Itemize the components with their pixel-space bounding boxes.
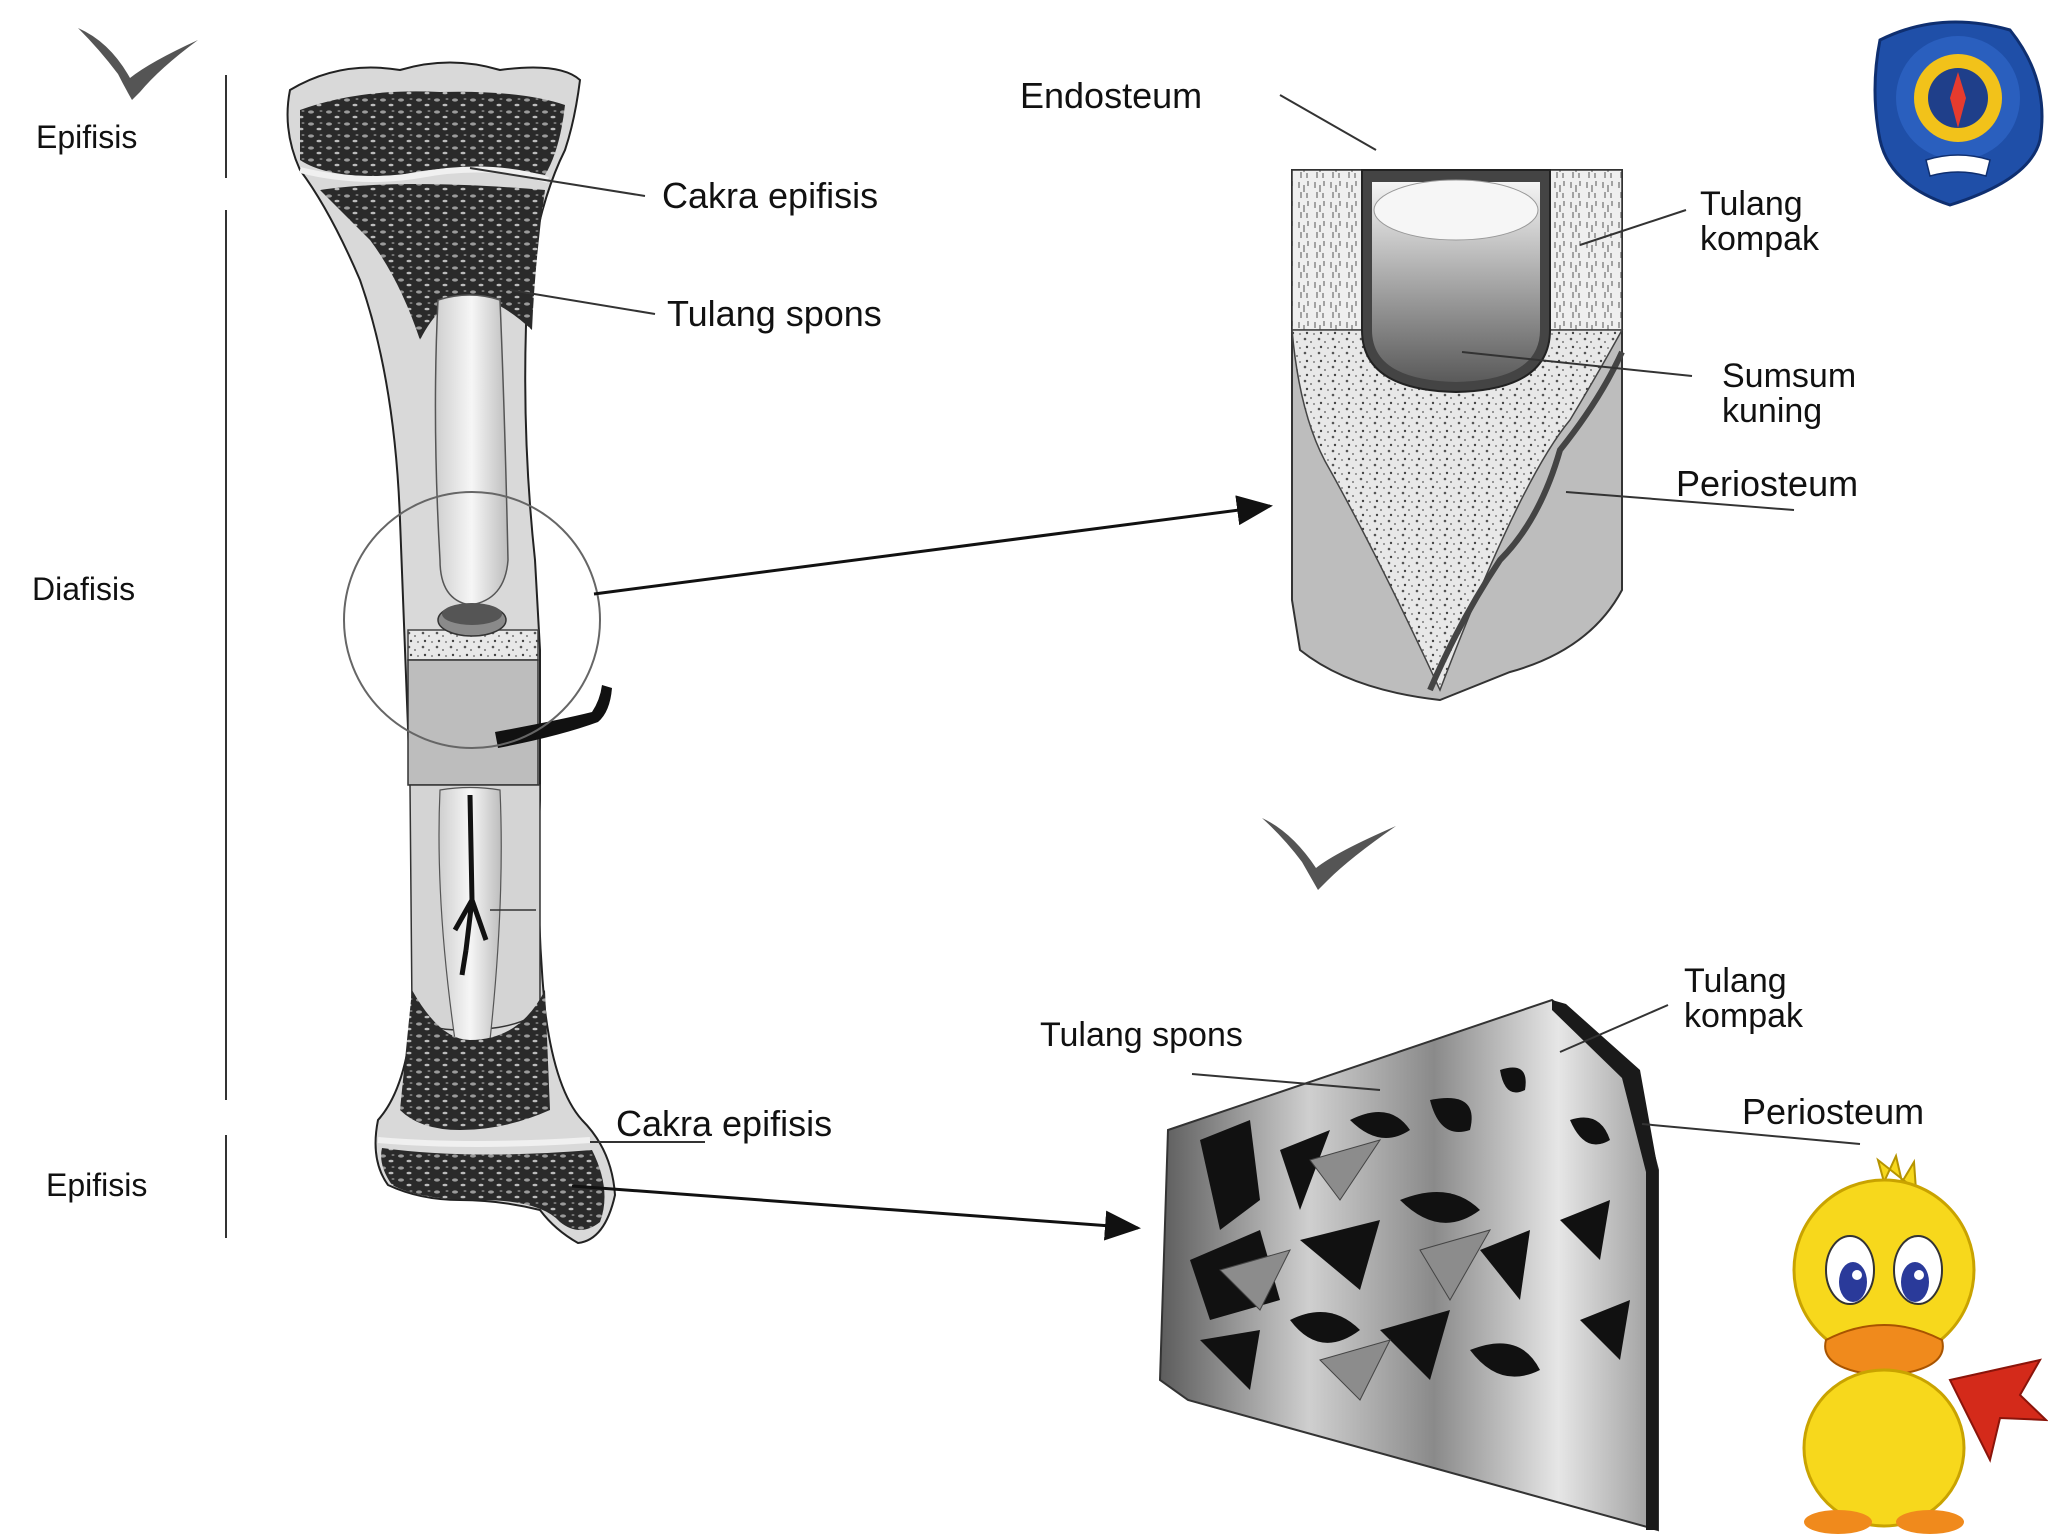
leader-lines-bottom-right: [1191, 1004, 1861, 1145]
label-tulang-spons-top: Tulang spons: [667, 293, 882, 334]
label-epifisis-top: Epifisis: [36, 119, 137, 155]
label-tulang-spons-bottom: Tulang spons: [1040, 1016, 1243, 1054]
spongy-bone-block: [1158, 998, 1659, 1532]
label-sumsum-kuning-2: kuning: [1722, 392, 1822, 430]
label-diafisis: Diafisis: [32, 571, 135, 607]
label-cakra-epifisis-bottom: Cakra epifisis: [616, 1103, 832, 1144]
leader-lines-top-right: [1279, 94, 1795, 511]
label-periosteum-top: Periosteum: [1676, 463, 1858, 504]
label-cakra-epifisis-top: Cakra epifisis: [662, 175, 878, 216]
bird-icon: [1262, 818, 1396, 890]
label-tulang-kompak-top-1: Tulang: [1700, 185, 1803, 223]
label-tulang-kompak-top-2: kompak: [1700, 220, 1820, 258]
long-bone: [286, 61, 617, 1245]
school-logo-icon: [1873, 20, 2044, 207]
label-tulang-kompak-bottom-1: Tulang: [1684, 962, 1787, 1000]
label-epifisis-bottom: Epifisis: [46, 1167, 147, 1203]
bird-icon: [78, 28, 198, 100]
zoom-arrows: [571, 495, 1273, 1241]
label-tulang-kompak-bottom-2: kompak: [1684, 997, 1804, 1035]
diaphysis-section: [1291, 169, 1625, 702]
label-periosteum-bottom: Periosteum: [1742, 1091, 1924, 1132]
leader-lines-left: [469, 167, 705, 1143]
duck-mascot-icon: [1792, 1152, 2048, 1534]
label-sumsum-kuning-1: Sumsum: [1722, 357, 1856, 395]
label-endosteum: Endosteum: [1020, 75, 1202, 116]
